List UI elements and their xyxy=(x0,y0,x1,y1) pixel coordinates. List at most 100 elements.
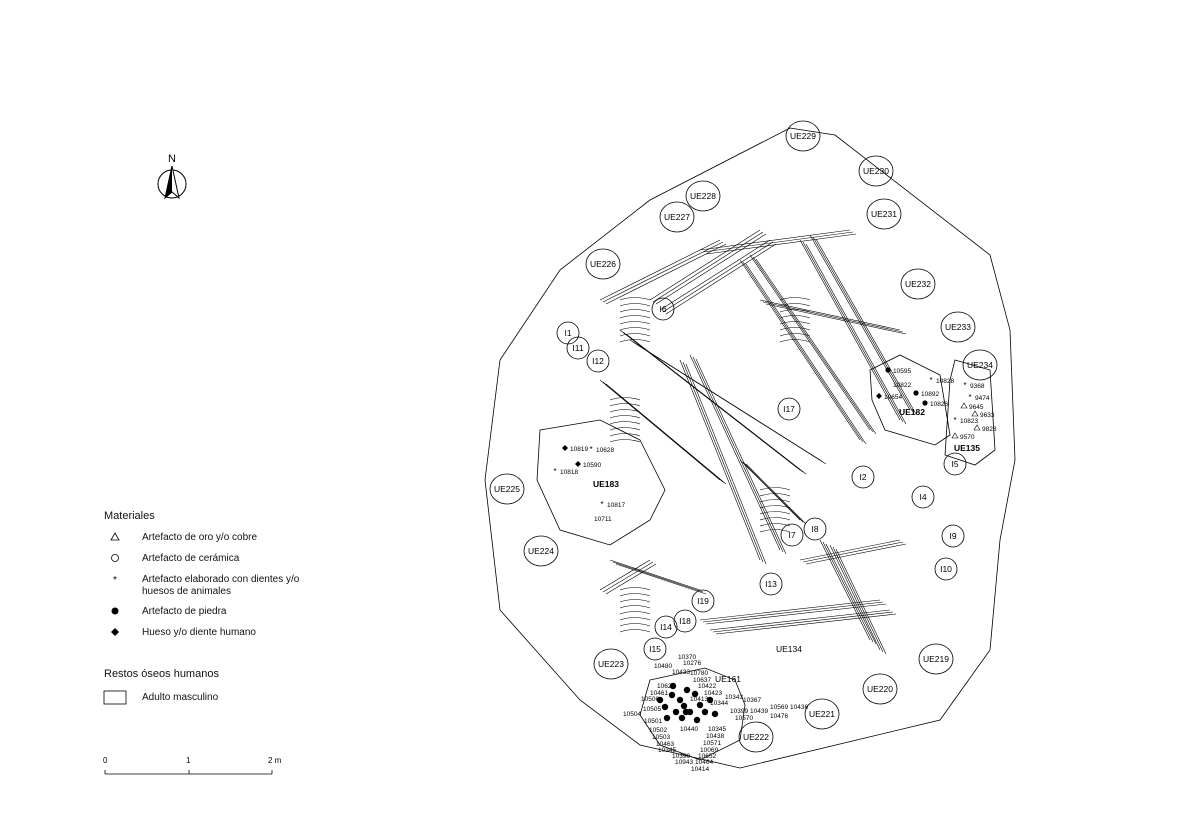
bone xyxy=(739,459,801,521)
unit-label: UE231 xyxy=(871,209,897,219)
bone xyxy=(605,243,727,305)
find-number: 10590 xyxy=(583,462,601,469)
bone xyxy=(799,539,901,561)
find-number: 10399 xyxy=(730,708,748,715)
find-number: 9368 xyxy=(970,383,985,390)
bone xyxy=(709,609,891,631)
posthole xyxy=(962,349,998,381)
dot-icon xyxy=(680,702,688,710)
find-number: 10343 xyxy=(725,694,743,701)
rib xyxy=(759,511,791,515)
individual-label: I5 xyxy=(951,459,958,469)
find-number: 10652 xyxy=(698,753,716,760)
rib xyxy=(619,303,651,307)
bone xyxy=(819,539,871,641)
rib xyxy=(759,505,791,509)
find-number: 10370 xyxy=(678,654,696,661)
rib xyxy=(779,297,811,301)
skull xyxy=(943,452,967,476)
unit-label: UE220 xyxy=(867,684,893,694)
individual-label: I1 xyxy=(564,328,571,338)
bone xyxy=(755,258,877,435)
find-number: 10344 xyxy=(710,700,728,707)
find-number: 10817 xyxy=(607,502,625,509)
dot-icon xyxy=(676,696,684,704)
rib xyxy=(759,493,791,497)
rib xyxy=(619,333,651,337)
unit-label: UE228 xyxy=(690,191,716,201)
find-number: 10637 xyxy=(693,677,711,684)
ue182-outline xyxy=(869,354,951,446)
north-label: N xyxy=(168,153,176,165)
rib xyxy=(619,315,651,319)
bone xyxy=(615,563,707,595)
skull xyxy=(941,524,965,548)
bone xyxy=(605,563,657,595)
rib xyxy=(619,611,651,615)
unit-labels: UE229UE230UE231UE228UE227UE226UE232UE233… xyxy=(494,131,993,742)
posthole xyxy=(593,648,629,680)
ue135-outline xyxy=(944,359,996,466)
remains-title: Restos óseos humanos xyxy=(104,668,219,680)
rib xyxy=(779,315,811,319)
skull xyxy=(566,336,590,360)
unit-label: UE233 xyxy=(945,322,971,332)
find-number: 10436 xyxy=(790,704,808,711)
triangle-icon xyxy=(110,532,120,541)
find-number: 10819 xyxy=(570,446,588,453)
bone xyxy=(599,559,651,591)
individual-label: I8 xyxy=(811,524,818,534)
dot-icon xyxy=(885,367,891,373)
bone xyxy=(679,359,761,561)
bone xyxy=(692,356,784,553)
find-number: 10439 xyxy=(750,708,768,715)
legend-human-bone: Hueso y/o diente humano xyxy=(142,627,256,638)
bone xyxy=(602,381,724,483)
dot-icon xyxy=(669,682,677,690)
find-number: 10438 xyxy=(706,733,724,740)
bone xyxy=(739,259,861,441)
find-number: 10276 xyxy=(683,660,701,667)
find-number: 10463 xyxy=(656,741,674,748)
rib xyxy=(759,487,791,491)
skull xyxy=(777,397,801,421)
legend-ceramic: Artefacto de cerámica xyxy=(142,553,240,564)
individual-label: I6 xyxy=(659,304,666,314)
rib xyxy=(609,409,641,413)
asterisk-icon: * xyxy=(553,467,556,476)
bone xyxy=(715,613,897,635)
find-number: 10780 xyxy=(690,670,708,677)
bone xyxy=(649,229,761,301)
rib xyxy=(609,415,641,419)
find-number: 10504 xyxy=(623,711,641,718)
posthole xyxy=(659,201,695,233)
scale-tick-1: 1 xyxy=(186,756,191,765)
unit-label: UE225 xyxy=(494,484,520,494)
bone xyxy=(699,599,881,621)
dot-icon xyxy=(691,690,699,698)
bone xyxy=(699,229,851,251)
find-number: 10943 xyxy=(675,759,693,766)
bone xyxy=(799,239,901,421)
find-number: 10422 xyxy=(698,683,716,690)
rib xyxy=(619,623,651,627)
skull xyxy=(586,349,610,373)
scale-bar xyxy=(104,770,273,775)
find-number: 10569 xyxy=(770,704,788,711)
find-number: 10823 xyxy=(960,418,978,425)
bone xyxy=(712,611,894,633)
posthole xyxy=(785,120,821,152)
bone xyxy=(802,541,904,563)
find-number: 10711 xyxy=(594,516,612,523)
unit-label: UE230 xyxy=(863,166,889,176)
individual-label: I17 xyxy=(783,404,795,414)
rib xyxy=(619,297,651,301)
unit-label: UE161 xyxy=(715,674,741,684)
find-number: 10626 xyxy=(657,683,675,690)
rib xyxy=(779,339,811,343)
individual-label: I11 xyxy=(572,343,583,353)
triangle-icon xyxy=(960,402,968,409)
find-number: 9645 xyxy=(969,404,984,411)
ue183-outline xyxy=(536,419,666,546)
